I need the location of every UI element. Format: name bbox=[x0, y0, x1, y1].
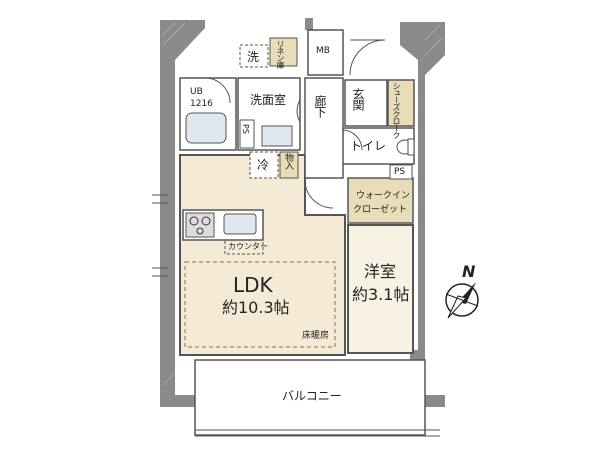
kitchen-sink bbox=[223, 213, 257, 235]
walkin-closet-floor bbox=[347, 177, 414, 224]
compass-north-label: N bbox=[462, 262, 476, 281]
closet-label: クローゼット bbox=[353, 205, 408, 215]
western-room-floor bbox=[347, 224, 414, 354]
bathtub bbox=[185, 112, 227, 144]
ps-left-label: PS bbox=[241, 124, 250, 134]
western-label: 洋室 bbox=[364, 262, 397, 281]
corridor-label: 廊下 bbox=[313, 95, 327, 117]
washer-space bbox=[239, 44, 269, 68]
counter-label: カウンター bbox=[228, 242, 268, 251]
balcony-area bbox=[194, 359, 440, 437]
ldk-label: LDK bbox=[233, 273, 273, 297]
entrance-area bbox=[344, 79, 388, 127]
fridge-space bbox=[249, 151, 279, 179]
entrance-label: 玄関 bbox=[351, 88, 365, 110]
ldk-floor bbox=[179, 154, 346, 356]
ub-label: UB bbox=[190, 87, 203, 97]
storage-label: 物入 bbox=[283, 153, 293, 169]
washbasin bbox=[261, 125, 293, 147]
mb-label: MB bbox=[316, 46, 330, 56]
burner bbox=[201, 216, 211, 226]
fridge-label: 冷 bbox=[257, 158, 270, 172]
ldk-door bbox=[304, 179, 334, 209]
washroom-door bbox=[296, 99, 301, 123]
linen-label: リネン庫 bbox=[276, 40, 285, 68]
stove bbox=[185, 212, 215, 238]
linen-storage bbox=[269, 37, 298, 67]
burner bbox=[189, 216, 199, 226]
ps-box-right bbox=[389, 164, 413, 180]
mb-box bbox=[307, 29, 344, 76]
window-marks bbox=[152, 194, 440, 431]
wash-label: 洗 bbox=[247, 50, 260, 64]
ldk-size-label: 約10.3帖 bbox=[222, 298, 290, 317]
corridor-area bbox=[304, 77, 344, 179]
compass-icon bbox=[445, 282, 479, 319]
ub-size-label: 1216 bbox=[190, 99, 213, 109]
floor-heating-label: 床暖房 bbox=[302, 331, 330, 341]
shoe-cloak bbox=[387, 79, 415, 127]
ps-box-left bbox=[239, 119, 255, 149]
balcony-label: バルコニー bbox=[282, 389, 342, 403]
bathroom-door bbox=[204, 77, 231, 104]
toilet-tank bbox=[407, 138, 415, 156]
washroom-label: 洗面室 bbox=[250, 93, 287, 107]
burner bbox=[196, 227, 204, 235]
walkin-label: ウォークイン bbox=[356, 191, 411, 201]
western-size-label: 約3.1帖 bbox=[352, 285, 410, 304]
storage-box bbox=[279, 151, 299, 179]
toilet-door bbox=[341, 129, 363, 151]
counter-dashed bbox=[224, 239, 264, 255]
floor-heating-area bbox=[184, 261, 336, 348]
shoe-cloak-label: シューズクローク bbox=[392, 82, 401, 138]
toilet-label: トイレ bbox=[350, 139, 387, 153]
ps-right-label: PS bbox=[394, 167, 406, 177]
entrance-door bbox=[349, 39, 386, 76]
